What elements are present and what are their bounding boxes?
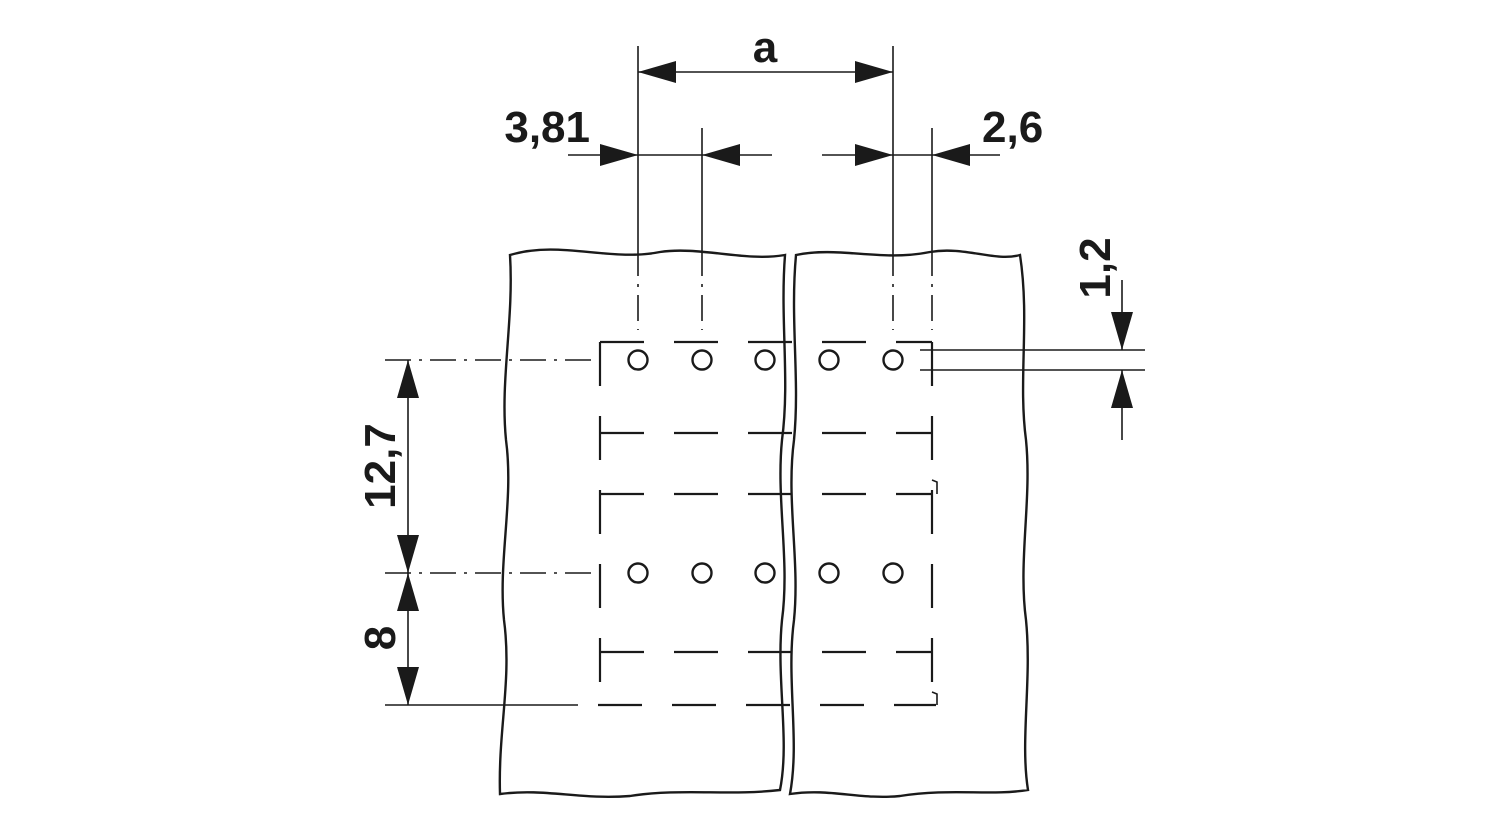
arrowhead <box>932 144 970 166</box>
dimension-edge-offset: 2,6 <box>822 103 1043 250</box>
arrowhead <box>397 573 419 611</box>
hole <box>754 562 776 584</box>
center-lines <box>385 250 933 574</box>
arrowhead <box>638 61 676 83</box>
board-left-outline <box>498 248 787 799</box>
dimension-label-a: a <box>753 23 778 72</box>
arrowhead <box>702 144 740 166</box>
arrowhead <box>397 667 419 705</box>
dimension-label-hole-diameter: 1,2 <box>1071 237 1120 298</box>
dimension-a: a <box>637 23 894 250</box>
hole <box>818 562 840 584</box>
arrowhead <box>1111 370 1133 408</box>
arrowhead <box>855 61 893 83</box>
dimension-edge-distance: 8 <box>356 573 578 706</box>
hole <box>882 562 904 584</box>
hole <box>691 349 713 371</box>
component-footprint <box>598 340 938 707</box>
holes-row-1 <box>627 349 904 371</box>
board-right-outline <box>788 249 1030 798</box>
dimension-label-edge-distance: 8 <box>356 626 405 650</box>
board-outlines <box>498 248 1030 799</box>
arrowhead <box>1111 312 1133 350</box>
dimension-pitch: 3,81 <box>504 103 772 250</box>
dimension-label-pitch: 3,81 <box>504 103 590 152</box>
hole <box>818 349 840 371</box>
hole <box>754 349 776 371</box>
dimension-label-edge-offset: 2,6 <box>982 103 1043 152</box>
dimension-label-row-spacing: 12,7 <box>356 423 405 509</box>
hole <box>882 349 904 371</box>
footprint-notch-lower <box>931 691 938 705</box>
hole <box>627 349 649 371</box>
arrowhead <box>600 144 638 166</box>
holes-row-2 <box>627 562 904 584</box>
dimension-row-spacing: 12,7 <box>356 360 419 573</box>
footprint-notch-upper <box>931 479 938 494</box>
arrowhead <box>397 360 419 398</box>
dimension-hole-diameter: 1,2 <box>920 237 1145 440</box>
hole <box>627 562 649 584</box>
hole <box>691 562 713 584</box>
arrowhead <box>855 144 893 166</box>
arrowhead <box>397 535 419 573</box>
